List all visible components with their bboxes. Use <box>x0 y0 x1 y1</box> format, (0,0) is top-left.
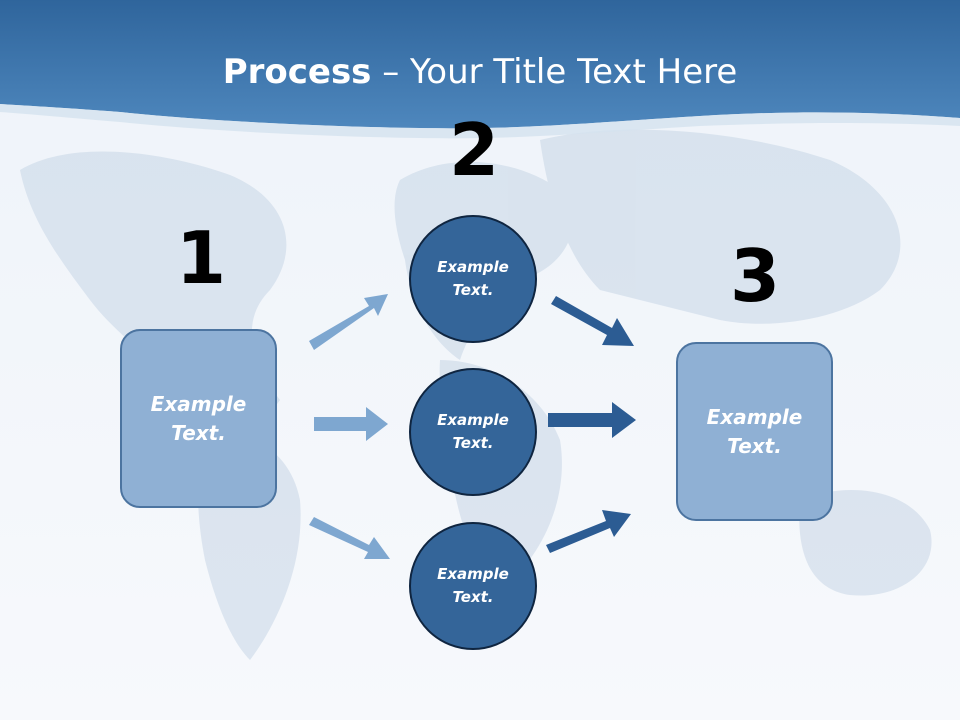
title-bold: Process <box>222 52 372 92</box>
title-rest: – Your Title Text Here <box>371 52 738 92</box>
left-box-line-2: Text. <box>171 420 226 445</box>
circle-bottom-line-1: Example <box>437 565 509 583</box>
circle-top-line-1: Example <box>437 258 509 276</box>
arrow-middle-to-right <box>548 402 636 438</box>
right-box-line-2: Text. <box>727 433 782 458</box>
step-number-3: 3 <box>730 234 781 318</box>
left-box[interactable]: Example Text. <box>120 329 277 508</box>
circle-middle-line-1: Example <box>437 411 509 429</box>
circle-bottom[interactable]: Example Text. <box>409 522 537 650</box>
arrow-left-to-bottom <box>309 517 390 559</box>
arrow-bottom-to-right <box>546 510 631 553</box>
circle-middle-line-2: Text. <box>452 434 494 452</box>
arrow-top-to-right <box>551 296 634 346</box>
circle-top[interactable]: Example Text. <box>409 215 537 343</box>
right-box-line-1: Example <box>706 404 803 429</box>
right-box[interactable]: Example Text. <box>676 342 833 521</box>
arrow-left-to-top <box>309 294 388 350</box>
step-number-2: 2 <box>449 108 500 192</box>
arrow-left-to-middle <box>314 407 388 441</box>
step-number-1: 1 <box>176 216 227 300</box>
circle-middle[interactable]: Example Text. <box>409 368 537 496</box>
left-box-line-1: Example <box>150 391 247 416</box>
circle-top-line-2: Text. <box>452 281 494 299</box>
circle-bottom-line-2: Text. <box>452 588 494 606</box>
slide-title: Process – Your Title Text Here <box>0 52 960 92</box>
header-band <box>0 0 960 129</box>
